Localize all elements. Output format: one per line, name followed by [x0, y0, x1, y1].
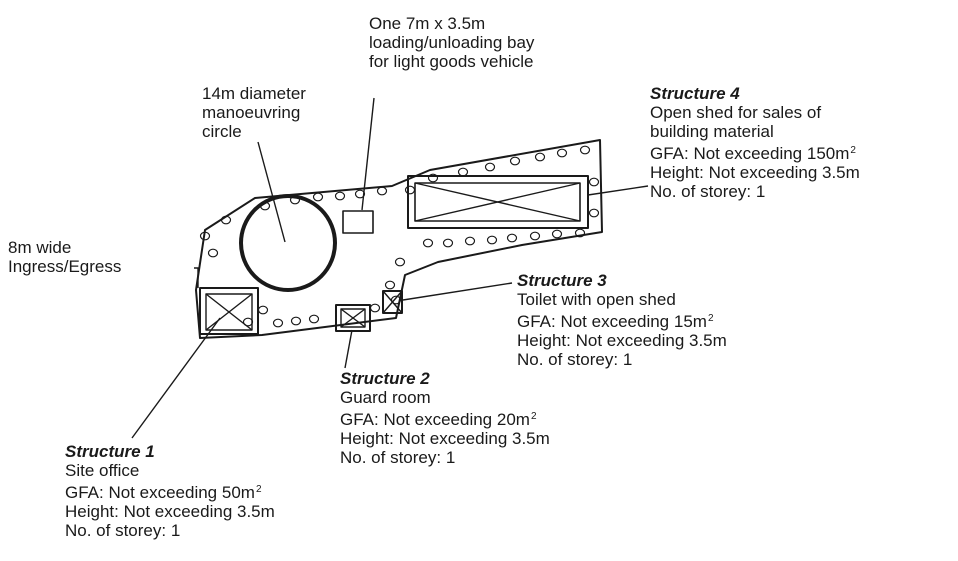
tree-symbol — [486, 235, 498, 245]
gfa-text: GFA: Not exceeding 15m — [517, 312, 707, 331]
tree-symbol — [404, 185, 416, 195]
leader-structure-1 — [131, 317, 221, 439]
tree-symbol — [509, 156, 521, 166]
tree-symbol — [290, 316, 302, 326]
label-line: loading/unloading bay — [369, 33, 535, 52]
gfa-text: GFA: Not exceeding 150m — [650, 144, 850, 163]
loading-bay — [342, 210, 374, 234]
structure-gfa: GFA: Not exceeding 150m2 — [650, 141, 860, 163]
tree-symbol — [369, 303, 381, 313]
structure-gfa: GFA: Not exceeding 20m2 — [340, 407, 550, 429]
label-line: 8m wide — [8, 238, 72, 257]
tree-symbol — [457, 167, 469, 177]
tree-symbol — [506, 233, 518, 243]
structure-1-footprint — [199, 287, 259, 335]
label-line: 14m diameter — [202, 84, 306, 103]
leader-structure-4 — [587, 185, 649, 196]
structure-height: Height: Not exceeding 3.5m — [65, 502, 275, 521]
tree-symbol — [484, 162, 496, 172]
structure-1-label: Structure 1 Site office GFA: Not exceedi… — [65, 442, 275, 540]
structure-use: Site office — [65, 461, 140, 480]
structure-use: building material — [650, 122, 774, 141]
square-unit: 2 — [255, 484, 262, 495]
manoeuvring-circle-label: 14m diameter manoeuvring circle — [202, 84, 306, 141]
structure-height: Height: Not exceeding 3.5m — [340, 429, 550, 448]
tree-symbol — [272, 318, 284, 328]
structure-use: Guard room — [340, 388, 431, 407]
label-line: manoeuvring — [202, 103, 301, 122]
tree-symbol — [312, 192, 324, 202]
tree-symbol — [376, 186, 388, 196]
structure-storeys: No. of storey: 1 — [340, 448, 456, 467]
label-line: circle — [202, 122, 242, 141]
square-unit: 2 — [530, 411, 537, 422]
manoeuvring-circle — [239, 194, 337, 292]
structure-2-footprint — [335, 304, 371, 332]
structure-gfa: GFA: Not exceeding 50m2 — [65, 480, 275, 502]
structure-use: Open shed for sales of — [650, 103, 822, 122]
structure-2-label: Structure 2 Guard room GFA: Not exceedin… — [340, 369, 550, 467]
ingress-egress-label: 8m wide Ingress/Egress — [8, 238, 121, 276]
structure-height: Height: Not exceeding 3.5m — [517, 331, 727, 350]
label-line: Ingress/Egress — [8, 257, 122, 276]
tree-symbol — [242, 317, 254, 327]
tree-symbol — [384, 280, 396, 290]
structure-storeys: No. of storey: 1 — [65, 521, 181, 540]
tree-symbol — [334, 191, 346, 201]
tree-symbol — [551, 229, 563, 239]
structure-title: Structure 4 — [650, 84, 740, 103]
tree-symbol — [427, 173, 439, 183]
structure-title: Structure 3 — [517, 271, 607, 290]
loading-bay-label: One 7m x 3.5m loading/unloading bay for … — [369, 14, 534, 71]
tree-symbol — [534, 152, 546, 162]
tree-symbol — [259, 201, 271, 211]
tree-symbol — [354, 189, 366, 199]
leader-structure-2 — [344, 329, 353, 369]
structure-height: Height: Not exceeding 3.5m — [650, 163, 860, 182]
ingress-egress-marker — [194, 267, 199, 288]
structure-gfa: GFA: Not exceeding 15m2 — [517, 309, 727, 331]
leader-structure-3 — [402, 282, 513, 301]
structure-title: Structure 1 — [65, 442, 155, 461]
tree-symbol — [579, 145, 591, 155]
leader-manoeuvring-circle — [257, 141, 286, 243]
site-boundary — [195, 139, 603, 339]
label-line: One 7m x 3.5m — [369, 14, 486, 33]
tree-symbol — [588, 177, 600, 187]
tree-symbol — [556, 148, 568, 158]
tree-symbol — [220, 215, 232, 225]
leader-loading-bay — [361, 97, 375, 211]
structure-storeys: No. of storey: 1 — [650, 182, 766, 201]
structure-4-footprint — [407, 175, 589, 229]
tree-symbol — [199, 231, 211, 241]
square-unit: 2 — [850, 145, 856, 156]
label-line: for light goods vehicle — [369, 52, 534, 71]
structure-use: Toilet with open shed — [517, 290, 676, 309]
tree-symbol — [394, 257, 406, 267]
tree-symbol — [588, 208, 600, 218]
structure-storeys: No. of storey: 1 — [517, 350, 633, 369]
tree-symbol — [442, 238, 454, 248]
tree-symbol — [257, 305, 269, 315]
tree-symbol — [574, 228, 586, 238]
tree-symbol — [289, 195, 301, 205]
tree-symbol — [422, 238, 434, 248]
tree-symbol — [390, 295, 402, 305]
square-unit: 2 — [707, 313, 714, 324]
tree-symbol — [308, 314, 320, 324]
structure-title: Structure 2 — [340, 369, 430, 388]
perimeter-trees — [199, 145, 600, 328]
tree-symbol — [529, 231, 541, 241]
tree-symbol — [464, 236, 476, 246]
structure-4-label: Structure 4 Open shed for sales of build… — [650, 84, 860, 201]
gfa-text: GFA: Not exceeding 20m — [340, 410, 530, 429]
structure-3-label: Structure 3 Toilet with open shed GFA: N… — [517, 271, 727, 369]
tree-symbol — [207, 248, 219, 258]
gfa-text: GFA: Not exceeding 50m — [65, 483, 255, 502]
